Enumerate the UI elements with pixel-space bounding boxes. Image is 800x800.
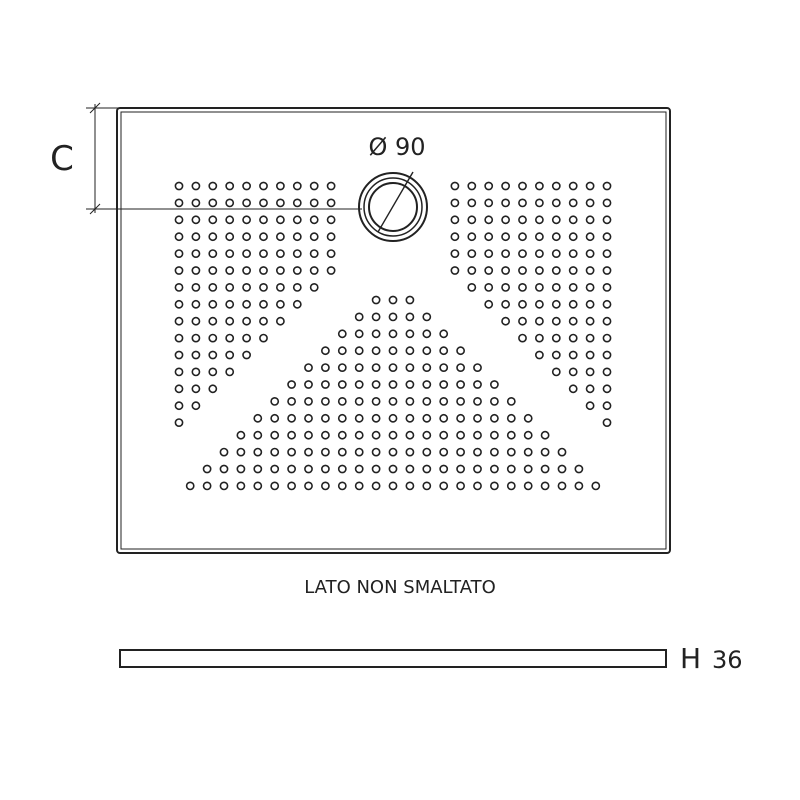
- side-caption: LATO NON SMALTATO: [304, 577, 496, 598]
- drain-diameter-label: Ø 90: [368, 133, 425, 161]
- height-value: 36: [712, 646, 743, 674]
- c-dimension-lines: [86, 102, 362, 215]
- dot-pattern: [174, 181, 612, 491]
- tray-outline: [116, 107, 671, 554]
- tray-profile: [119, 649, 667, 668]
- c-dimension-label: C: [50, 139, 74, 179]
- drain-icon: [358, 171, 428, 242]
- height-letter: H: [680, 642, 701, 675]
